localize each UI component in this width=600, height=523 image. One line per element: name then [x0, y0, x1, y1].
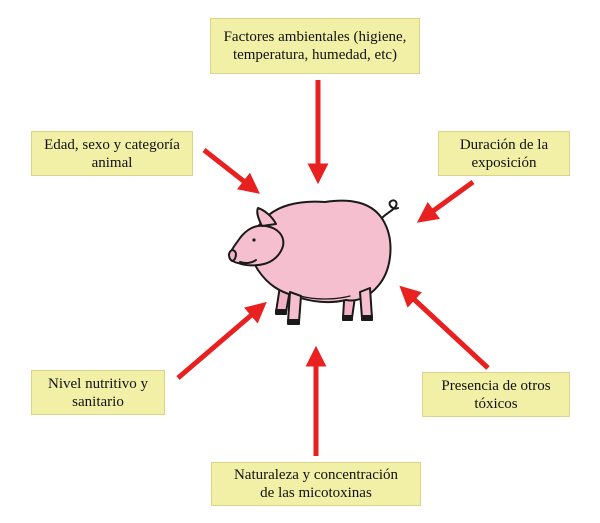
- factor-box-left-top: Edad, sexo y categoría animal: [31, 131, 193, 176]
- arrow-right-bottom: [399, 285, 490, 370]
- factor-box-right-bottom: Presencia de otros tóxicos: [422, 372, 570, 417]
- factor-label-left-bottom: Nivel nutritivo y sanitario: [48, 375, 148, 410]
- factor-box-top: Factores ambientales (higiene, temperatu…: [210, 18, 420, 74]
- factor-label-right-top: Duración de la exposición: [459, 136, 549, 171]
- factor-box-left-bottom: Nivel nutritivo y sanitario: [31, 370, 165, 415]
- factor-label-right-bottom: Presencia de otros tóxicos: [441, 377, 551, 412]
- factor-label-top: Factores ambientales (higiene, temperatu…: [223, 29, 407, 63]
- factor-label-left-top: Edad, sexo y categoría animal: [44, 136, 180, 171]
- factor-box-right-top: Duración de la exposición: [438, 131, 570, 176]
- arrow-right-top: [416, 179, 475, 223]
- arrow-left-top: [202, 148, 260, 194]
- pig-icon: [228, 199, 399, 325]
- arrow-left-bottom: [176, 301, 267, 380]
- factor-label-bottom: Naturaleza y concentración de las micoto…: [233, 467, 399, 501]
- factor-box-bottom: Naturaleza y concentración de las micoto…: [211, 462, 421, 506]
